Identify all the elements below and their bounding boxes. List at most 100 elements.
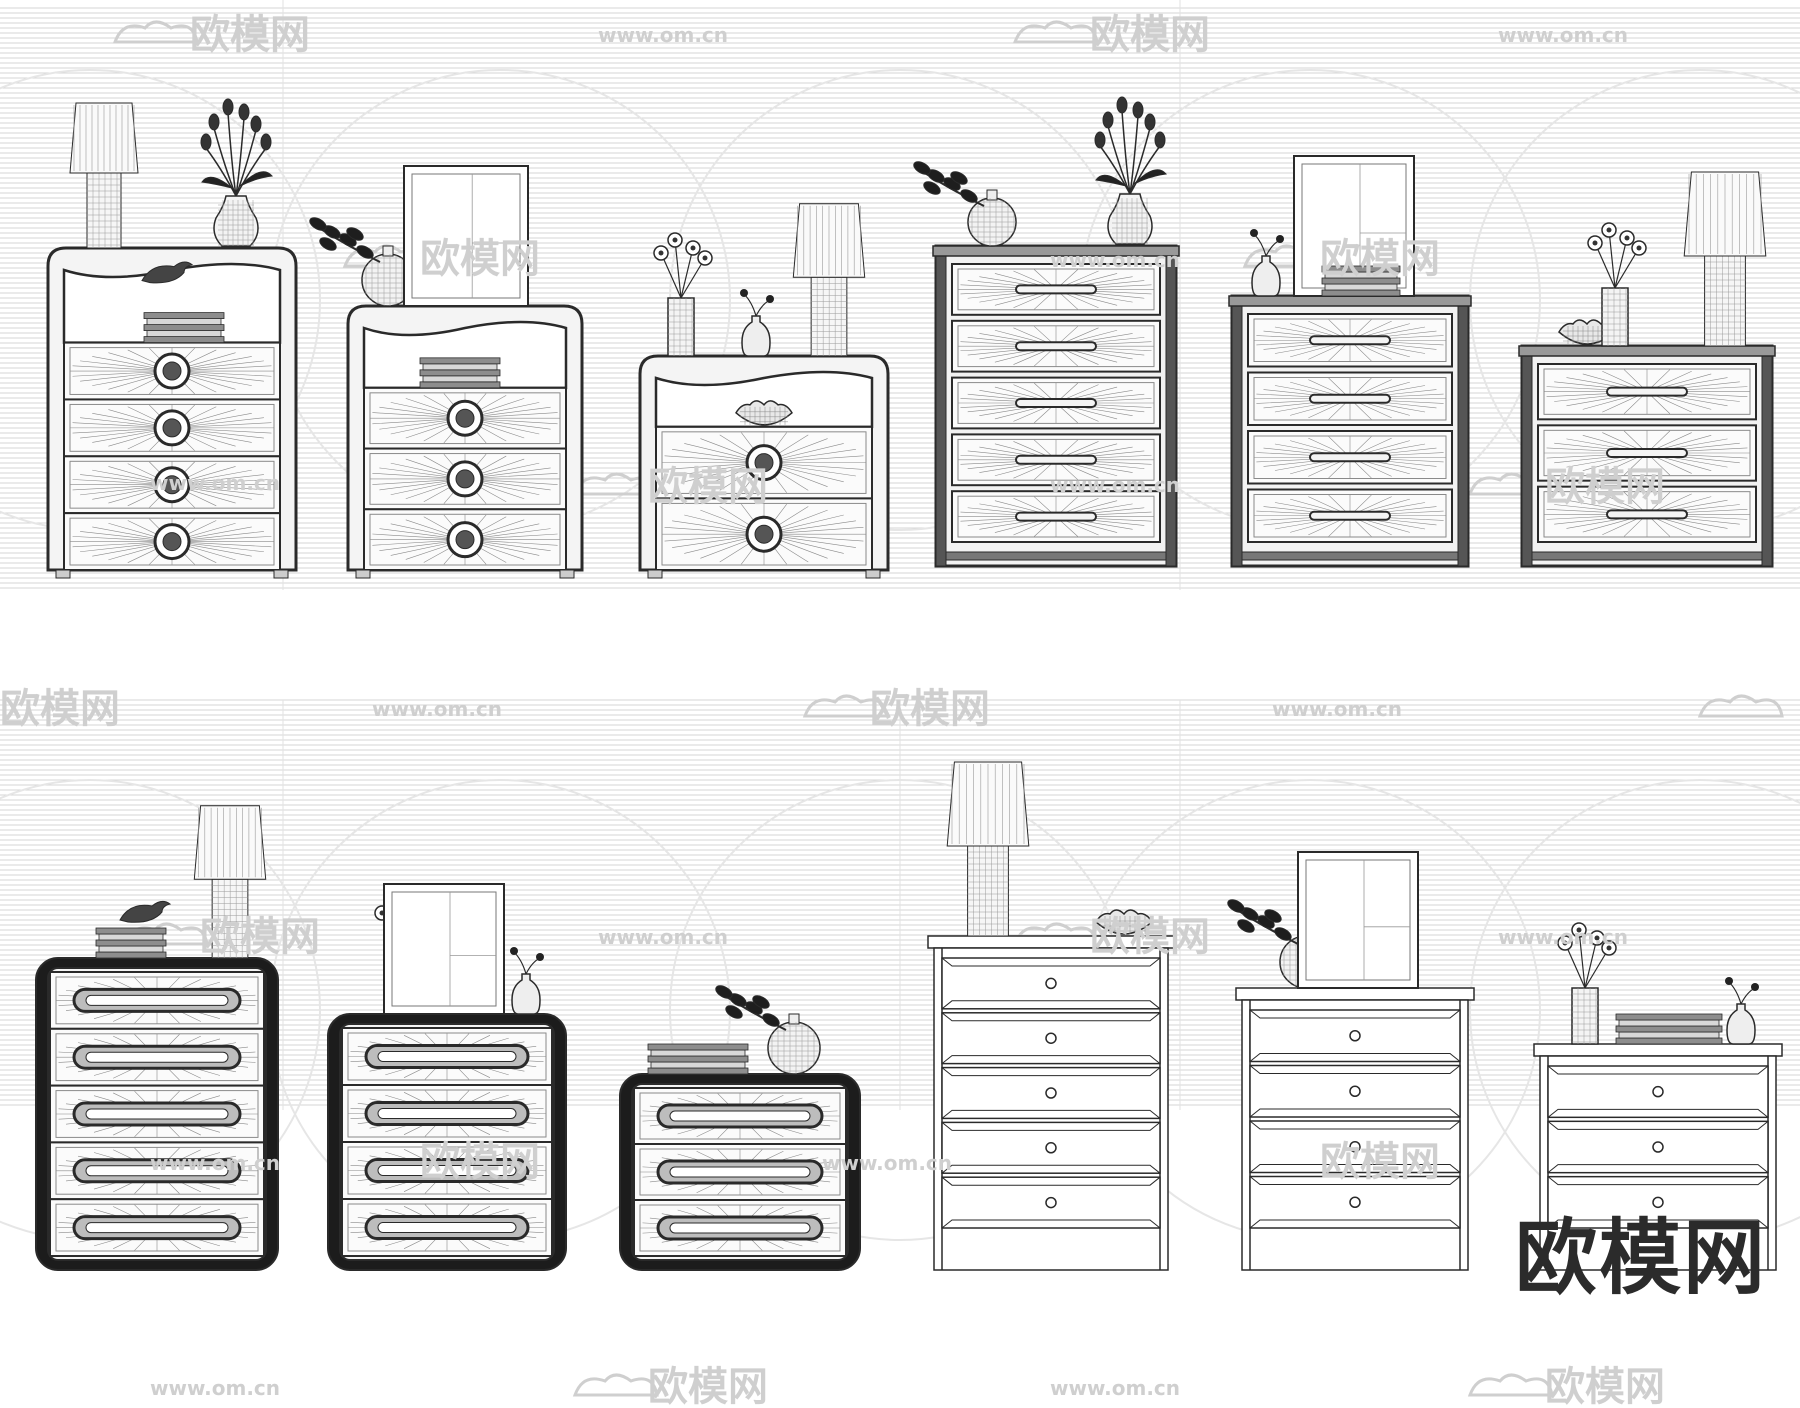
daisy-center: [1636, 245, 1642, 251]
drawer: [363, 508, 567, 571]
drawer-bevel: [941, 1176, 1161, 1229]
branch-leaf: [1227, 899, 1245, 913]
drawer-bevel: [1547, 1065, 1769, 1118]
open-shelf: [362, 320, 568, 390]
drawer-bevel: [941, 1012, 1161, 1064]
vase-neck: [382, 245, 394, 257]
daisy-center: [1562, 940, 1568, 946]
cabinet-foot: [55, 569, 71, 579]
book: [422, 375, 498, 383]
mesh-grid: [212, 879, 248, 958]
drawer: [1547, 1065, 1769, 1119]
watermark-url: www.om.cn: [1498, 23, 1628, 47]
ring-handle: [1652, 1141, 1664, 1153]
chest-three-drawer: [1518, 344, 1776, 568]
tulip-bud: [238, 103, 250, 121]
round-pull-core: [754, 524, 774, 544]
branch-leaf: [346, 227, 364, 241]
watermark-label: 欧模网: [200, 914, 320, 960]
drawer: [1247, 488, 1453, 543]
watermark-logo-icon: [1467, 1373, 1554, 1397]
cabinet-foot: [865, 569, 881, 579]
mesh-radial: [1254, 319, 1446, 362]
bar-handle: [1309, 510, 1391, 521]
drawer-bevel: [1249, 1176, 1461, 1229]
rounded-chest-five-drawer: [35, 957, 279, 1271]
frame-lines: [471, 174, 520, 298]
daisy-center: [1606, 227, 1612, 233]
drawer-bevel: [941, 1122, 1161, 1174]
decor-bowl: [1095, 909, 1153, 935]
watermark-label: 欧模网: [870, 686, 990, 732]
vase-body: [667, 297, 695, 357]
drawer: [941, 957, 1161, 1010]
flower-stem: [1614, 247, 1640, 289]
tulip-bud: [1154, 131, 1166, 149]
cabinet-top: [1228, 295, 1472, 307]
daisy-center: [1576, 927, 1582, 933]
oval-handle-inner: [669, 1222, 811, 1234]
ring-handle: [1652, 1085, 1664, 1098]
tulip-bud: [1144, 113, 1156, 131]
small-vase: [1250, 229, 1284, 297]
rounded-chest-four-drawer: [327, 1013, 567, 1271]
watermark-url: www.om.cn: [1272, 697, 1402, 721]
furniture-models: [35, 96, 1783, 1271]
drawer: [655, 497, 873, 572]
sprig-bud: [766, 295, 774, 303]
tulip-bud: [260, 133, 272, 151]
oval-handle-inner: [85, 1051, 229, 1063]
book-stack: [647, 1043, 749, 1075]
leg-chest-four-drawer: [1235, 987, 1475, 1271]
vase-body: [213, 195, 259, 247]
drawer: [1247, 371, 1453, 426]
ring-handle: [1349, 1030, 1361, 1042]
drawer: [1537, 485, 1757, 543]
mesh-radial: [958, 325, 1154, 367]
frame-mat: [411, 173, 521, 299]
mesh-grid: [1572, 988, 1598, 1044]
book: [1615, 1037, 1723, 1045]
tulip-bud: [250, 115, 262, 133]
watermark-url: www.om.cn: [372, 697, 502, 721]
drawer: [63, 398, 281, 458]
shelf-chest-four-drawer: [46, 246, 298, 579]
flower-stem: [1121, 110, 1131, 195]
drawer-front: [1547, 1120, 1769, 1174]
cabinet-side: [1231, 295, 1243, 567]
striped-backdrop: [0, 0, 1800, 1110]
bar-handle: [1015, 454, 1097, 465]
branch-leaf: [923, 181, 941, 195]
branch-leaf: [950, 171, 968, 185]
drawer: [341, 1198, 553, 1257]
lamp-base: [86, 172, 122, 249]
tulip-vase: [200, 98, 273, 247]
watermark-url: www.om.cn: [150, 1376, 280, 1400]
cabinet-plinth: [1241, 551, 1459, 561]
branch-leaf: [1237, 919, 1255, 933]
drawer: [1247, 313, 1453, 368]
daisy-center: [1594, 935, 1600, 941]
flower-stem: [1584, 947, 1610, 989]
watermark-label: 欧模网: [1090, 914, 1210, 960]
round-pull-core: [455, 408, 475, 428]
drawer: [341, 1084, 553, 1143]
branch-leaf: [913, 161, 931, 175]
tulip-bud: [1102, 111, 1114, 129]
watermark-label: 欧模网: [0, 686, 120, 732]
book: [143, 324, 225, 332]
bar-handle: [1309, 393, 1391, 404]
bar-handle: [1606, 386, 1688, 397]
small-vase: [1725, 977, 1759, 1045]
cabinet-side: [935, 245, 947, 567]
tall-vase: [653, 232, 713, 357]
book: [1618, 1019, 1720, 1027]
drawer: [49, 971, 265, 1030]
book: [419, 369, 501, 377]
cabinet-plinth: [945, 551, 1167, 561]
drawer: [363, 447, 567, 511]
drawer: [633, 1199, 847, 1257]
mesh-radial: [1544, 491, 1750, 537]
watermark-url: www.om.cn: [1050, 248, 1180, 272]
drawer: [655, 425, 873, 500]
